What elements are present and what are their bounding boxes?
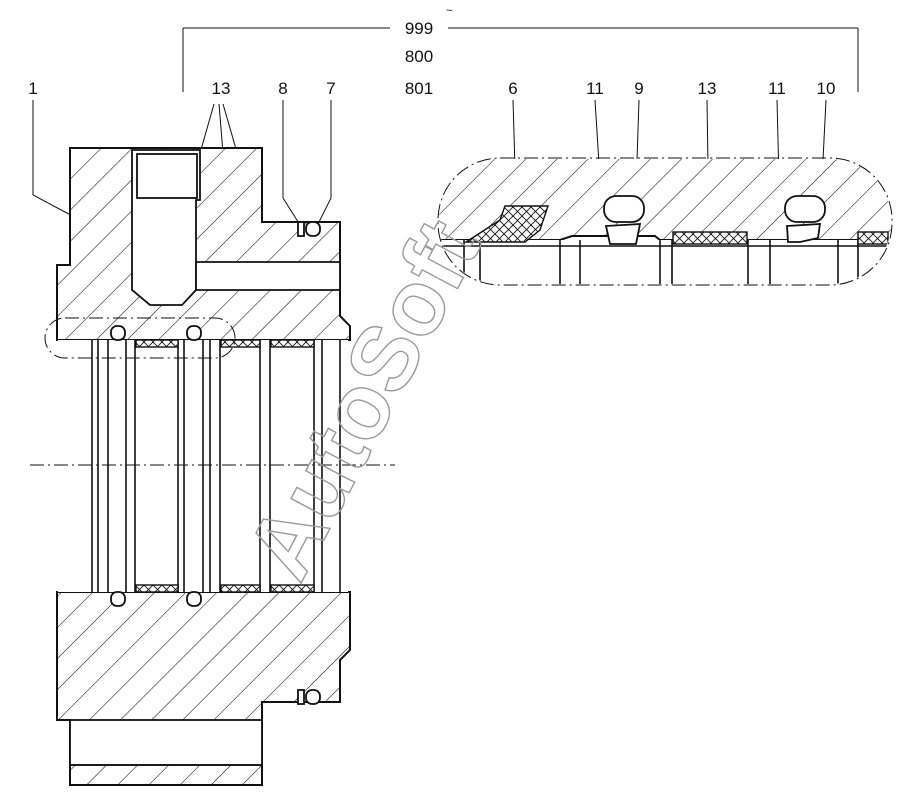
top-mark: ~ bbox=[446, 5, 452, 17]
o-rings bbox=[110, 221, 321, 705]
label-8: 8 bbox=[278, 79, 287, 98]
detail-marker bbox=[44, 317, 236, 359]
label-801: 801 bbox=[405, 79, 433, 98]
label-6: 6 bbox=[508, 79, 517, 98]
label-1: 1 bbox=[28, 79, 37, 98]
label-13-detail: 13 bbox=[698, 79, 717, 98]
label-7: 7 bbox=[326, 79, 335, 98]
label-10: 10 bbox=[817, 79, 836, 98]
label-11-a: 11 bbox=[586, 79, 604, 98]
label-11-b: 11 bbox=[768, 79, 786, 98]
label-9: 9 bbox=[634, 79, 643, 98]
detail-view bbox=[437, 157, 893, 286]
assembly-bracket bbox=[182, 27, 859, 92]
label-999: 999 bbox=[405, 19, 433, 38]
label-800: 800 bbox=[405, 47, 433, 66]
label-13-main: 13 bbox=[212, 79, 231, 98]
seal-rings-13 bbox=[135, 339, 315, 593]
bore-rings bbox=[91, 340, 341, 592]
